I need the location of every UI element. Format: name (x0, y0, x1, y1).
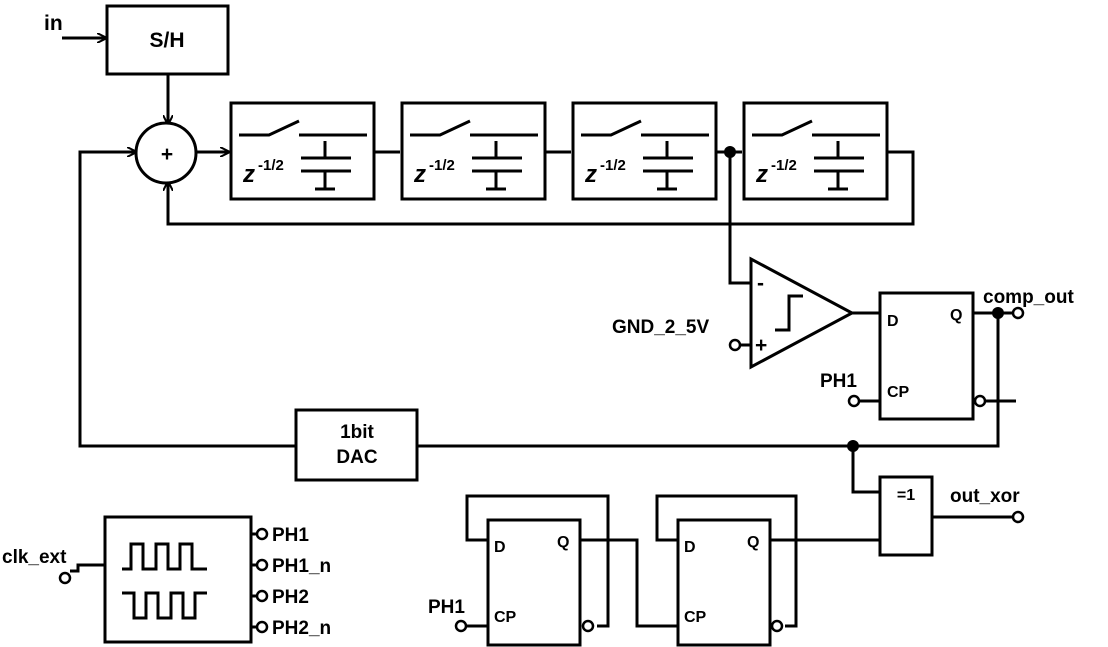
clock-waveform-icon (122, 542, 207, 571)
ff-cp-label: CP (494, 609, 517, 626)
ph1-label: PH1 (820, 371, 857, 392)
ph1-terminal (847, 394, 861, 408)
summer-plus-label: + (161, 143, 173, 166)
ff-q-label: Q (747, 534, 759, 551)
comparator-flipflop: D Q CP (878, 291, 987, 421)
dac-label-line1: 1bit (340, 422, 374, 443)
gnd-terminal (728, 338, 742, 352)
junction-dot (724, 146, 736, 158)
ff-qn-bubble (770, 619, 784, 633)
ph2-out-terminal (255, 589, 269, 603)
delay-exponent-label: -1/2 (771, 157, 797, 174)
clock-waveform-inverted-icon (122, 591, 207, 620)
summer-node: + (134, 121, 198, 185)
dac-label-line2: DAC (336, 447, 377, 468)
out-xor-terminal (1011, 510, 1025, 524)
dac-block: 1bit DAC (294, 408, 419, 482)
gnd-label: GND_2_5V (612, 317, 709, 338)
ph1n-out-terminal (255, 558, 269, 572)
ph2n-out-label: PH2_n (272, 618, 331, 639)
ph1-label: PH1 (428, 597, 465, 618)
ff-cp-label: CP (684, 609, 707, 626)
ff-q-label: Q (557, 534, 569, 551)
divider-flipflop-2: D Q CP (676, 518, 784, 647)
hysteresis-icon (775, 294, 803, 332)
sample-hold-label: S/H (149, 29, 184, 52)
comp-out-terminal (1011, 306, 1025, 320)
ff-qn-bubble (581, 619, 595, 633)
delay-cell-4: z -1/2 (742, 101, 889, 201)
delay-exponent-label: -1/2 (429, 157, 455, 174)
delay-z-label: z (242, 161, 255, 188)
comparator-minus-label: - (757, 272, 764, 295)
ph1-out-label: PH1 (272, 525, 309, 546)
delay-exponent-label: -1/2 (258, 157, 284, 174)
ph2n-out-terminal (255, 620, 269, 634)
clk-ext-label: clk_ext (2, 547, 67, 568)
delay-cell-2: z -1/2 (400, 101, 547, 201)
comparator-plus-label: + (755, 334, 767, 357)
ff-d-label: D (887, 313, 899, 330)
comparator: - + (749, 256, 856, 370)
ff-d-label: D (494, 539, 506, 556)
delay-z-label: z (413, 161, 426, 188)
delay-z-label: z (584, 161, 597, 188)
ph1-terminal (454, 619, 468, 633)
ff-qn-bubble (973, 394, 987, 408)
xor-gate: =1 (878, 475, 934, 557)
comp-out-label: comp_out (983, 287, 1074, 308)
delay-cell-1: z -1/2 (229, 101, 376, 201)
xor-label: =1 (897, 487, 915, 504)
input-label-in: in (44, 12, 63, 35)
delay-cell-3: z -1/2 (571, 101, 718, 201)
ph2-out-label: PH2 (272, 587, 309, 608)
junction-dot (847, 440, 859, 452)
divider-flipflop-1: D Q CP (486, 518, 595, 647)
out-xor-label: out_xor (950, 486, 1020, 507)
ff-cp-label: CP (887, 384, 910, 401)
ph1-out-terminal (255, 527, 269, 541)
ff-d-label: D (684, 539, 696, 556)
ph1n-out-label: PH1_n (272, 556, 331, 577)
clk-ext-terminal (58, 571, 72, 585)
sample-hold-block: S/H (105, 4, 230, 76)
delay-exponent-label: -1/2 (600, 157, 626, 174)
ff-q-label: Q (950, 307, 962, 324)
delay-z-label: z (755, 161, 768, 188)
clock-generator (103, 515, 253, 644)
junction-dot (992, 307, 1004, 319)
